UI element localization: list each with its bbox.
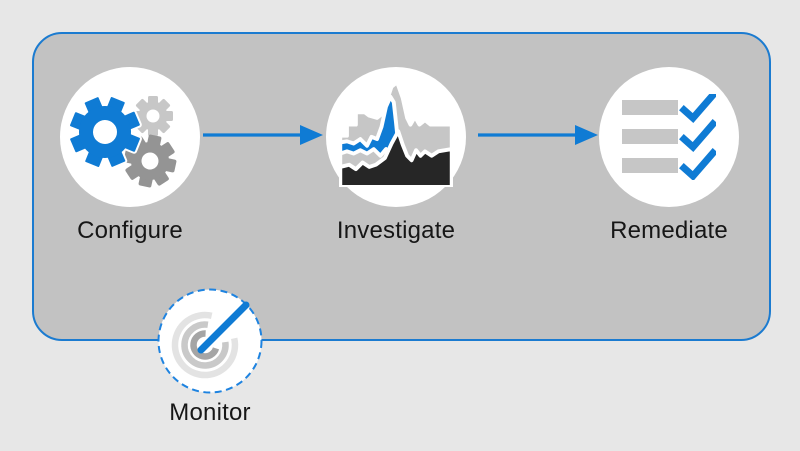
gears-icon: [68, 95, 177, 188]
area-chart-icon: [339, 79, 453, 187]
arrow-configure-to-investigate-icon: [203, 125, 323, 145]
arrow-investigate-to-remediate-icon: [478, 125, 598, 145]
configure-label: Configure: [77, 217, 183, 244]
remediate-node: [599, 67, 739, 207]
radar-gauge-icon: [157, 288, 263, 394]
investigate-label: Investigate: [336, 217, 456, 244]
monitor-node: [157, 288, 263, 394]
investigate-node: [326, 67, 466, 207]
checklist-icon: [622, 94, 716, 180]
remediate-label: Remediate: [610, 217, 728, 244]
configure-node: [60, 67, 200, 207]
monitor-label: Monitor: [169, 399, 251, 426]
